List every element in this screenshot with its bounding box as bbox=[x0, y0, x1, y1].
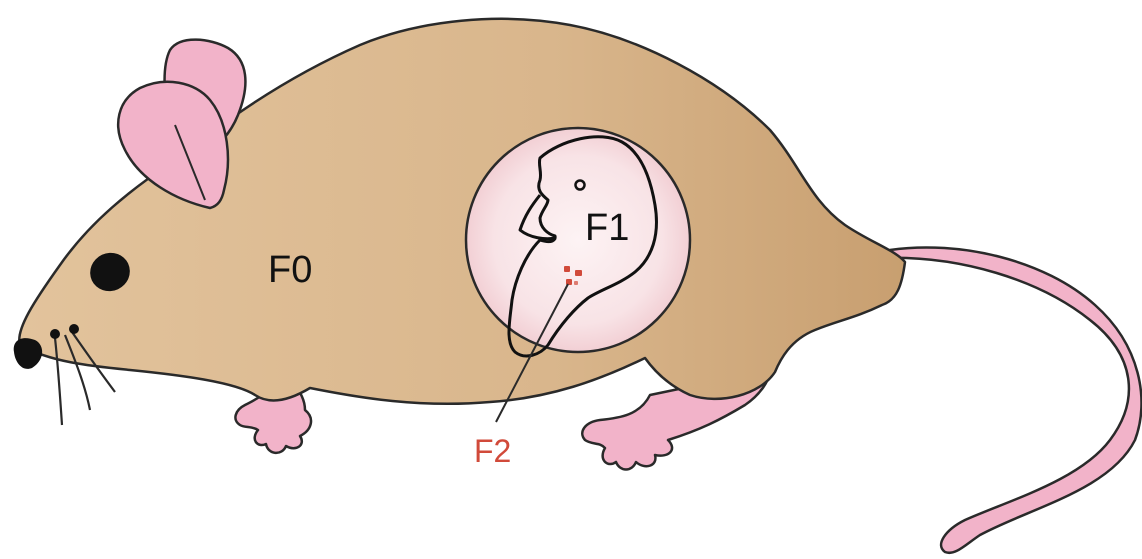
label-f2: F2 bbox=[474, 433, 511, 469]
label-f0: F0 bbox=[268, 249, 312, 291]
nose bbox=[14, 338, 42, 369]
womb-circle bbox=[466, 128, 690, 352]
label-f1: F1 bbox=[585, 207, 629, 249]
whisker-dot bbox=[69, 324, 79, 334]
whisker-dot bbox=[50, 329, 60, 339]
tail bbox=[880, 247, 1142, 552]
mouse-body bbox=[19, 19, 905, 404]
